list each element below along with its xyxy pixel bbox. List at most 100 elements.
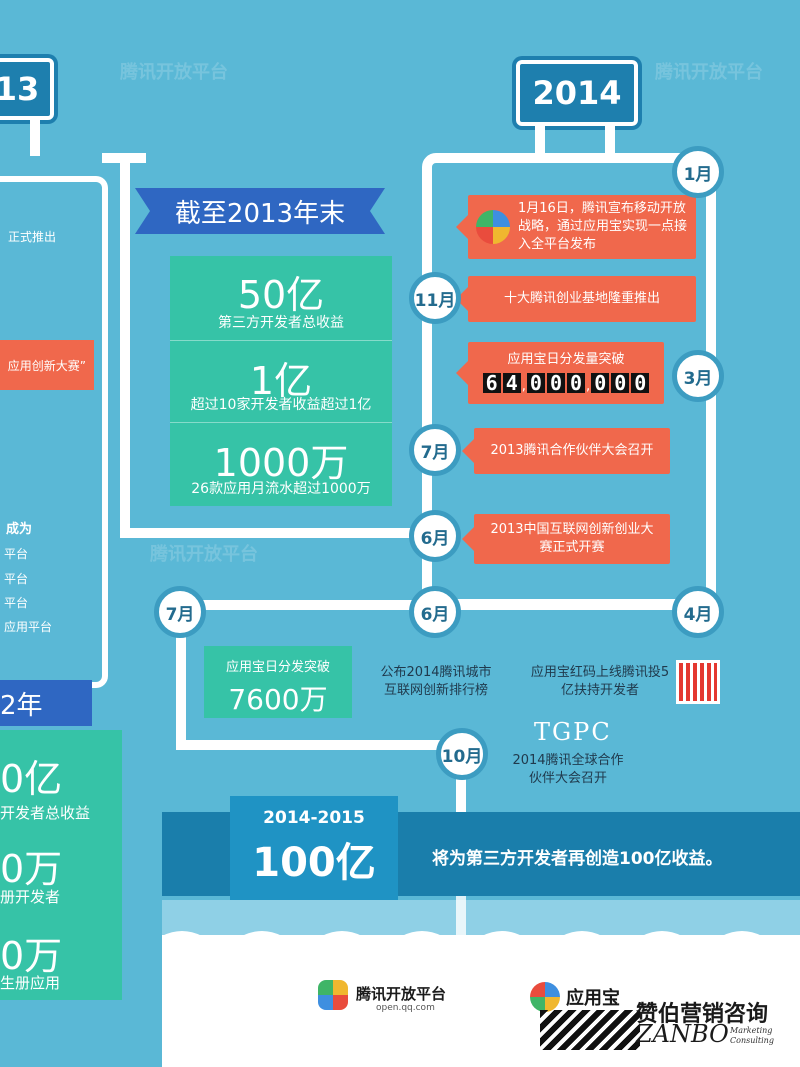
- counter-digit: 0: [611, 372, 630, 393]
- counter-digit: 0: [567, 372, 586, 393]
- open-platform-logo-icon: [318, 980, 348, 1010]
- event-card: 十大腾讯创业基地隆重推出: [456, 276, 696, 322]
- watermark: 腾讯开放平台: [150, 544, 258, 565]
- event-card: 2013腾讯合作伙伴大会召开: [462, 428, 670, 474]
- month-node-apr: 4月: [672, 586, 724, 638]
- summary-stat-num: 1亿: [249, 359, 313, 403]
- month-node-jun: 6月: [409, 510, 461, 562]
- summary-stat-num: 50亿: [237, 273, 325, 317]
- city-ranking-text: 公布2014腾讯城市互联网创新排行榜: [380, 665, 492, 698]
- month-node-jan: 1月: [672, 146, 724, 198]
- month-node-jun: 6月: [409, 586, 461, 638]
- left-stat-num: 0万: [0, 847, 63, 891]
- zanbo-brand-small: Marketing Consulting: [730, 1026, 774, 1045]
- counter-digit: 0: [526, 372, 545, 393]
- summary-stat-label: 第三方开发者总收益: [218, 315, 344, 331]
- counter-digit: 4: [502, 372, 521, 393]
- distribution-stat: 应用宝日分发突破 7600万: [204, 646, 352, 718]
- month-node-jul: 7月: [409, 424, 461, 476]
- left-item-contest-text: 应用创新大赛”: [7, 358, 86, 373]
- ribbon-tail: [135, 188, 150, 234]
- track-segment: [456, 896, 466, 966]
- event-text: 2013腾讯合作伙伴大会召开: [490, 443, 654, 458]
- event-text: 十大腾讯创业基地隆重推出: [503, 291, 660, 306]
- redcode-text: 应用宝红码上线腾讯投5亿扶持开发者: [530, 665, 670, 698]
- yingyongbao-logo-icon: [530, 982, 560, 1012]
- counter-separator: ,: [586, 378, 591, 394]
- track-segment: [120, 158, 130, 538]
- left-list-item: 应用平台: [4, 620, 53, 634]
- tgpc-text: 2014腾讯全球合作伙伴大会召开: [512, 753, 624, 786]
- banner-num: 100亿: [252, 840, 376, 886]
- left-list-item: 平台: [4, 572, 29, 586]
- left-stat-label: 开发者总收益: [0, 804, 91, 822]
- left-ribbon-text: 2年: [0, 690, 43, 721]
- divider: [170, 422, 392, 423]
- timeline-post: [30, 120, 40, 156]
- summary-stat-label: 超过10家开发者收益超过1亿: [190, 397, 372, 413]
- left-list-head: 成为: [6, 522, 33, 537]
- summary-stat-panel: 50亿 第三方开发者总收益 1亿 超过10家开发者收益超过1亿 1000万 26…: [170, 256, 392, 506]
- left-item-contest: 应用创新大赛”: [0, 340, 94, 390]
- left-list-item: 平台: [4, 596, 29, 610]
- left-list-item: 平台: [4, 547, 29, 561]
- event-text: 1月16日，腾讯宣布移动开放战略，通过应用宝实现一点接入全平台发布: [518, 201, 688, 252]
- qr-pattern: [679, 663, 717, 701]
- track-segment: [176, 600, 186, 748]
- event-card: 2013中国互联网创新创业大赛正式开赛: [462, 514, 670, 564]
- month-node-nov: 11月: [409, 272, 461, 324]
- watermark: 腾讯开放平台: [120, 62, 228, 83]
- counter-digit: 0: [631, 372, 650, 393]
- track-segment: [456, 745, 466, 815]
- month-node-jul: 7月: [154, 586, 206, 638]
- event-text: 2013中国互联网创新创业大赛正式开赛: [490, 522, 654, 555]
- left-stat-panel: 0亿 开发者总收益 0万 册开发者 0万 生册应用: [0, 730, 122, 1000]
- watermark: 腾讯开放平台: [655, 62, 763, 83]
- left-item-launch: 正式推出: [8, 230, 57, 244]
- year-box-2014: 2014: [516, 60, 638, 126]
- counter-digit: 6: [482, 372, 501, 393]
- banner-badge: 2014-2015 100亿: [230, 796, 398, 900]
- summary-ribbon-text: 截至2013年末: [174, 198, 346, 229]
- summary-stat-label: 26款应用月流水超过1000万: [191, 481, 371, 497]
- divider: [170, 340, 392, 341]
- distribution-num: 7600万: [228, 683, 328, 716]
- track-segment: [120, 528, 430, 538]
- year-label: 13: [0, 70, 40, 108]
- counter-separator: ,: [521, 378, 526, 394]
- timeline-post: [605, 122, 615, 156]
- banner-text: 将为第三方开发者再创造100亿收益。: [432, 849, 723, 869]
- yingyongbao-logo-text: 应用宝: [566, 988, 620, 1009]
- banner-years: 2014-2015: [263, 808, 365, 828]
- wave-edge: [162, 931, 800, 956]
- counter-digit: 0: [546, 372, 565, 393]
- yingyongbao-icon: [476, 210, 510, 244]
- left-stat-label: 生册应用: [0, 974, 61, 992]
- year-label: 2014: [532, 74, 622, 112]
- zanbo-brand-cn: 赞伯营销咨询: [636, 1001, 769, 1027]
- left-ribbon: 2年: [0, 680, 92, 726]
- month-node-mar: 3月: [672, 350, 724, 402]
- event-text: 应用宝日分发量突破: [507, 351, 625, 367]
- counter-digit: 0: [591, 372, 610, 393]
- left-stat-num: 0万: [0, 934, 63, 978]
- tgpc-logo: TGPC: [534, 718, 612, 746]
- summary-ribbon: 截至2013年末: [150, 188, 370, 234]
- qr-code-icon: [676, 660, 720, 704]
- timeline-post: [535, 122, 545, 156]
- event-card: 1月16日，腾讯宣布移动开放战略，通过应用宝实现一点接入全平台发布: [456, 195, 696, 259]
- month-node-oct: 10月: [436, 728, 488, 780]
- open-platform-logo-text: 腾讯开放平台: [356, 985, 447, 1003]
- left-stat-num: 0亿: [0, 757, 63, 801]
- distribution-title: 应用宝日分发突破: [225, 660, 330, 675]
- left-timeline-frame: [0, 176, 108, 688]
- zanbo-logo-icon: [540, 1010, 640, 1050]
- footer-area: [162, 935, 800, 1067]
- open-platform-url: open.qq.com: [376, 1003, 435, 1013]
- summary-stat-num: 1000万: [213, 441, 349, 485]
- track-segment: [176, 740, 466, 750]
- zanbo-brand-en: ZANBO: [636, 1020, 729, 1048]
- year-box-2013: 13: [0, 58, 54, 120]
